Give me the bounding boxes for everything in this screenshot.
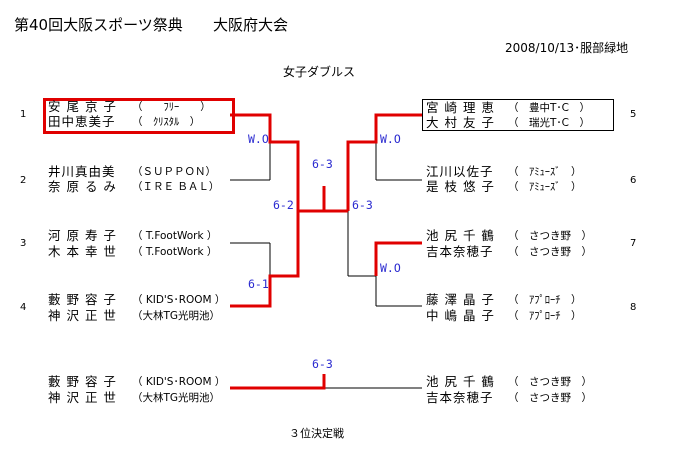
- club-name: （ ｱﾌﾟﾛｰﾁ ）: [508, 310, 582, 322]
- player-name: 吉本奈穂子: [426, 390, 494, 405]
- player-name: 田中恵美子: [48, 114, 116, 129]
- player-name: 吉本奈穂子: [426, 244, 494, 259]
- club-name: （大林TG光明池）: [132, 310, 221, 322]
- club-name: （ さつき野 ）: [508, 230, 592, 242]
- score-left-r1-bottom: 6-1: [248, 277, 269, 291]
- player-name: 安 尾 京 子: [48, 99, 117, 114]
- club-name: （ さつき野 ）: [508, 246, 592, 258]
- seed-number: 2: [20, 175, 27, 186]
- score-third-place: 6-3: [312, 357, 333, 371]
- seed-number: 4: [20, 302, 27, 313]
- club-name: （大林TG光明池）: [132, 392, 221, 404]
- tournament-subtitle: 大阪府大会: [213, 16, 289, 34]
- player-name: 大 村 友 子: [426, 115, 495, 130]
- club-name: （ ｱﾐｭｰｽﾞ ）: [508, 166, 582, 178]
- club-name: （ 豊中T･C ）: [508, 102, 590, 114]
- club-name: （ さつき野 ）: [508, 376, 592, 388]
- club-name: （ T.FootWork ）: [132, 230, 218, 242]
- player-name: 神 沢 正 世: [48, 308, 117, 323]
- seed-number: 3: [20, 238, 27, 249]
- player-name: 藪 野 容 子: [48, 292, 117, 307]
- score-left-r1-top: W.O: [248, 132, 269, 146]
- player-name: 池 尻 千 鶴: [426, 374, 495, 389]
- score-right-r1-top: W.O: [380, 132, 401, 146]
- player-name: 藤 澤 晶 子: [426, 292, 495, 307]
- seed-number: 7: [630, 238, 637, 249]
- date-location: 2008/10/13･服部緑地: [505, 41, 629, 55]
- club-name: （ 瑞光T･C ）: [508, 117, 590, 129]
- score-right-r1-bottom: W.O: [380, 261, 401, 275]
- player-name: 宮 崎 理 恵: [426, 100, 495, 115]
- player-name: 中 嶋 晶 子: [426, 308, 495, 323]
- player-name: 藪 野 容 子: [48, 374, 117, 389]
- event-name: 女子ダブルス: [283, 65, 356, 79]
- club-name: （ KID'S･ROOM ）: [132, 376, 226, 388]
- player-name: 奈 原 る み: [48, 179, 117, 194]
- score-left-semi: 6-2: [273, 198, 294, 212]
- score-final: 6-3: [312, 157, 333, 171]
- seed-number: 5: [630, 109, 637, 120]
- player-name: 是 枝 悠 子: [426, 179, 495, 194]
- player-name: 井川真由美: [48, 164, 116, 179]
- tournament-title: 第40回大阪スポーツ祭典: [14, 16, 183, 34]
- club-name: （ T.FootWork ）: [132, 246, 218, 258]
- score-right-semi: 6-3: [352, 198, 373, 212]
- club-name: （ ﾌﾘｰ ）: [132, 101, 211, 113]
- seed-number: 8: [630, 302, 637, 313]
- club-name: （ KID'S･ROOM ）: [132, 294, 226, 306]
- player-name: 木 本 幸 世: [48, 244, 117, 259]
- club-name: （ さつき野 ）: [508, 392, 592, 404]
- third-place-label: ３位決定戦: [289, 427, 344, 440]
- club-name: （ ｸﾘｽﾀﾙ ）: [132, 116, 201, 128]
- box-seed5: [422, 99, 614, 131]
- player-name: 江川以佐子: [426, 164, 494, 179]
- club-name: （ＳＵＰＰＯＮ）: [132, 166, 216, 178]
- player-name: 神 沢 正 世: [48, 390, 117, 405]
- player-name: 池 尻 千 鶴: [426, 228, 495, 243]
- club-name: （ＩＲＥ ＢＡＬ）: [132, 181, 220, 193]
- seed-number: 6: [630, 175, 637, 186]
- club-name: （ ｱﾌﾟﾛｰﾁ ）: [508, 294, 582, 306]
- club-name: （ ｱﾐｭｰｽﾞ ）: [508, 181, 582, 193]
- seed-number: 1: [20, 109, 27, 120]
- player-name: 河 原 寿 子: [48, 228, 117, 243]
